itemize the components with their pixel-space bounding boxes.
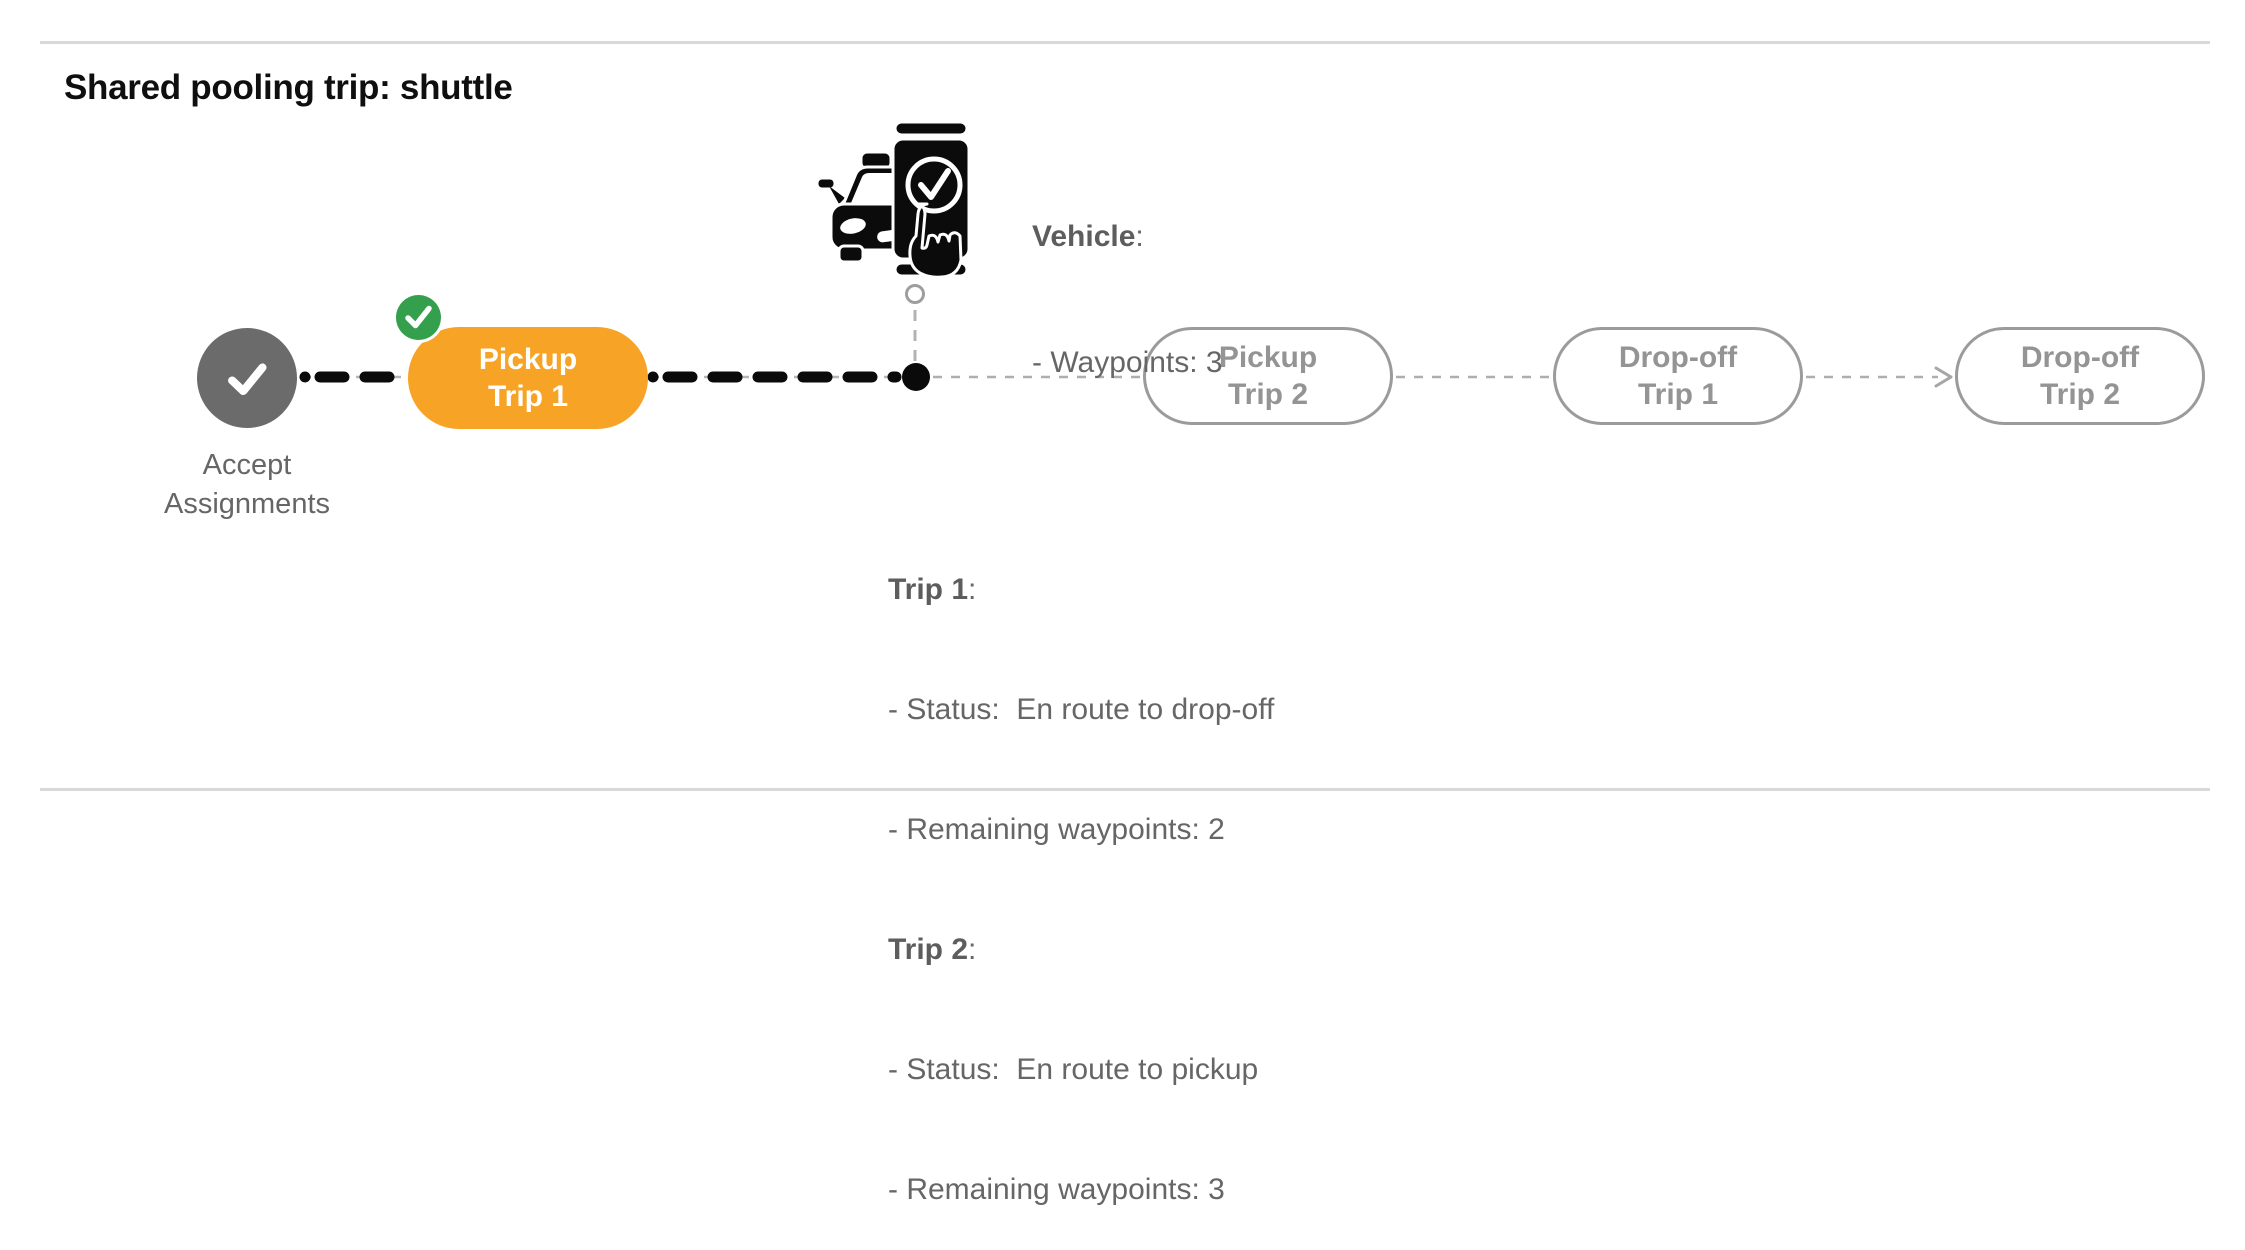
trip-status-panel: Trip 1: - Status: En route to drop-off -…: [888, 490, 1274, 1250]
trip-1-waypoints: - Remaining waypoints: 2: [888, 813, 1225, 846]
trip-1-heading: Trip 1:: [888, 573, 977, 606]
bottom-divider: [40, 788, 2210, 791]
node-drop-off-trip-2: Drop-off Trip 2: [1955, 327, 2205, 425]
trip-2-heading: Trip 2:: [888, 933, 977, 966]
vehicle-info: Vehicle: - Waypoints: 3: [1032, 132, 1223, 426]
trip-1-status: - Status: En route to drop-off: [888, 693, 1275, 726]
completed-badge: [396, 295, 441, 340]
vehicle-anchor-circle: [905, 284, 925, 304]
trip-2-waypoints: - Remaining waypoints: 3: [888, 1173, 1225, 1206]
top-divider: [40, 41, 2210, 44]
check-badge-icon: [405, 305, 432, 329]
vehicle-info-heading: Vehicle:: [1032, 220, 1144, 253]
node-accept-assignments-label: Accept Assignments: [163, 449, 330, 520]
check-icon: [228, 363, 267, 396]
page-title: Shared pooling trip: shuttle: [64, 68, 513, 107]
trip-2-status: - Status: En route to pickup: [888, 1053, 1259, 1086]
node-drop-off-trip-1: Drop-off Trip 1: [1553, 327, 1803, 425]
vehicle-waypoints: - Waypoints: 3: [1032, 346, 1223, 379]
node-pickup-trip-2: Pickup Trip 2: [1143, 327, 1393, 425]
node-accept-assignments: [197, 328, 297, 428]
vehicle-check-icon: [815, 116, 980, 284]
traveled-start-dot-1: [299, 371, 311, 383]
traveled-start-dot-2: [647, 371, 659, 383]
current-position-dot: [902, 363, 930, 391]
arrow-head-icon: [1934, 366, 1953, 388]
node-pickup-trip-1: Pickup Trip 1: [408, 327, 648, 429]
